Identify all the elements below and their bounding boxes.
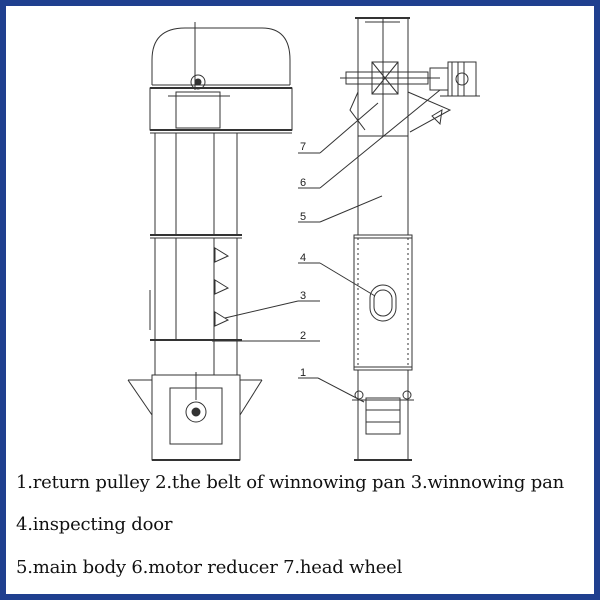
side-view-head-hood [150,22,292,90]
side-view-boot [127,372,263,461]
inspecting-door [369,284,397,322]
callout-number-3: 3 [300,290,306,302]
side-view [127,22,293,461]
callout-number-6: 6 [300,177,306,189]
legend-line-2: 4.inspecting door [16,514,173,535]
motor-reducer [429,61,480,97]
callout-numbers: 7 6 5 4 3 2 1 [300,141,306,379]
winnowing-pans [214,247,230,327]
callout-number-7: 7 [300,141,306,153]
side-view-middle-casing [149,237,242,375]
callout-number-4: 4 [300,252,306,264]
return-pulley-boot [352,370,414,461]
callout-number-2: 2 [300,330,306,342]
head-wheel-housing [340,17,452,137]
callout-number-1: 1 [300,367,306,379]
legend-line-1: 1.return pulley 2.the belt of winnowing … [16,472,564,493]
main-body [353,136,413,371]
front-view [340,17,480,461]
callout-leaders [212,89,441,403]
side-view-upper-casing [150,133,242,239]
side-view-head-section [149,74,293,134]
legend-line-3: 5.main body 6.motor reducer 7.head wheel [16,557,403,578]
callout-number-5: 5 [300,211,306,223]
